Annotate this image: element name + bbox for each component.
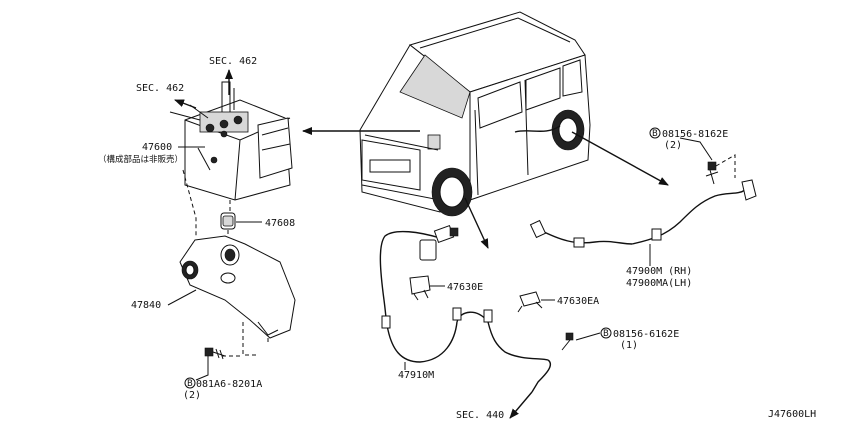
- part-label-47608: 47608: [265, 218, 295, 229]
- vehicle-illustration: [359, 11, 591, 217]
- part-label-08156-8162E: 08156-8162E: [662, 129, 728, 140]
- part-label-47630E: 47630E: [447, 282, 483, 293]
- clip-47630E: [409, 275, 431, 301]
- bolt-symbol-1: B: [187, 379, 193, 389]
- grommet-47608: [220, 212, 236, 230]
- section-ref-462-left: SEC. 462: [136, 83, 184, 94]
- part-label-081A6-8201A: 081A6-8201A: [196, 379, 262, 390]
- part-label-47910M: 47910M: [398, 370, 434, 381]
- section-ref-440: SEC. 440: [456, 410, 504, 421]
- abs-actuator: [184, 99, 293, 201]
- part-label-08156-6162E: 08156-6162E: [613, 329, 679, 340]
- rear-sensor-harness: [529, 179, 757, 248]
- leader-arrow-to-front-sensor: [464, 197, 489, 249]
- part-qty-081A6: (2): [183, 390, 201, 401]
- part-label-47900M: 47900M (RH): [626, 266, 692, 277]
- section-ref-462-top: SEC. 462: [209, 56, 257, 67]
- clip-47630EA: [517, 291, 543, 313]
- diagram-id: J47600LH: [768, 409, 816, 420]
- bolt-symbol-2: B: [603, 329, 609, 339]
- part-qty-08156-8162E: (2): [664, 140, 682, 151]
- part-note-not-sold: （構成部品は非販売）: [98, 154, 183, 165]
- bolt-081A6: [204, 347, 226, 360]
- bolt-symbol-3: B: [652, 129, 658, 139]
- part-qty-08156-6162E: (1): [620, 340, 638, 351]
- leader-arrow-to-rear-sensor: [571, 131, 669, 186]
- bolt-08156-8162E: [705, 161, 719, 185]
- part-label-47630EA: 47630EA: [557, 296, 599, 307]
- part-label-47600: 47600: [142, 142, 172, 153]
- part-label-47840: 47840: [131, 300, 161, 311]
- front-sensor-harness: [379, 224, 574, 393]
- bracket-47840: [179, 235, 296, 339]
- part-label-47900MA: 47900MA(LH): [626, 278, 692, 289]
